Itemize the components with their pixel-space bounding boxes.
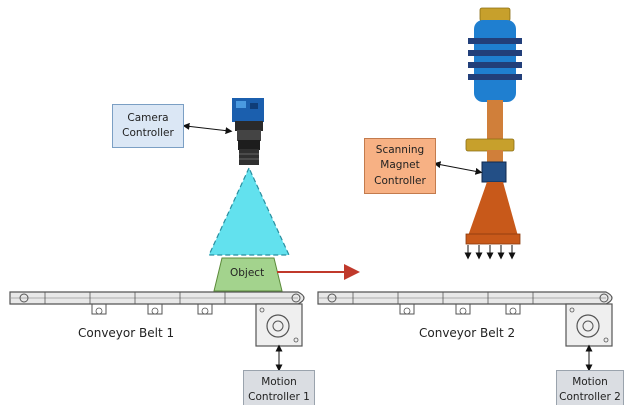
conveyor-belt-2-label: Conveyor Belt 2 [419,326,516,340]
camera-link-arrow [182,122,233,135]
conveyor-belt-1-label: Conveyor Belt 1 [78,326,175,340]
conveyor-belt-2 [317,291,613,347]
motion-controller-1-box: Motion Controller 1 [243,370,315,405]
motion-controller-2-line2: Controller 2 [559,391,621,404]
camera-controller-line1: Camera [127,111,169,124]
object-label: Object [230,267,265,279]
magnet-controller-line3: Controller [374,174,426,187]
camera-icon [232,98,264,165]
object-block [213,257,283,292]
magnet-controller-line1: Scanning [375,144,425,157]
beamline-icon [465,7,522,245]
motion-controller-1-line2: Controller 1 [248,391,310,404]
camera-controller-line2: Controller [122,127,174,139]
conveyor-belt-1 [9,291,305,347]
camera-controller-box: Camera Controller [112,104,184,148]
scanning-magnet-controller-box: Scanning Magnet Controller [364,138,436,194]
motion-controller-2-box: Motion Controller 2 [556,370,624,405]
motion-controller-2-line1: Motion [572,376,608,388]
magnet-controller-line2: Magnet [380,159,420,172]
motion-controller-1-line1: Motion [261,376,297,388]
scan-beam-arrows [464,245,516,260]
magnet-link-arrow [433,161,483,175]
camera-field-of-view [208,166,290,256]
